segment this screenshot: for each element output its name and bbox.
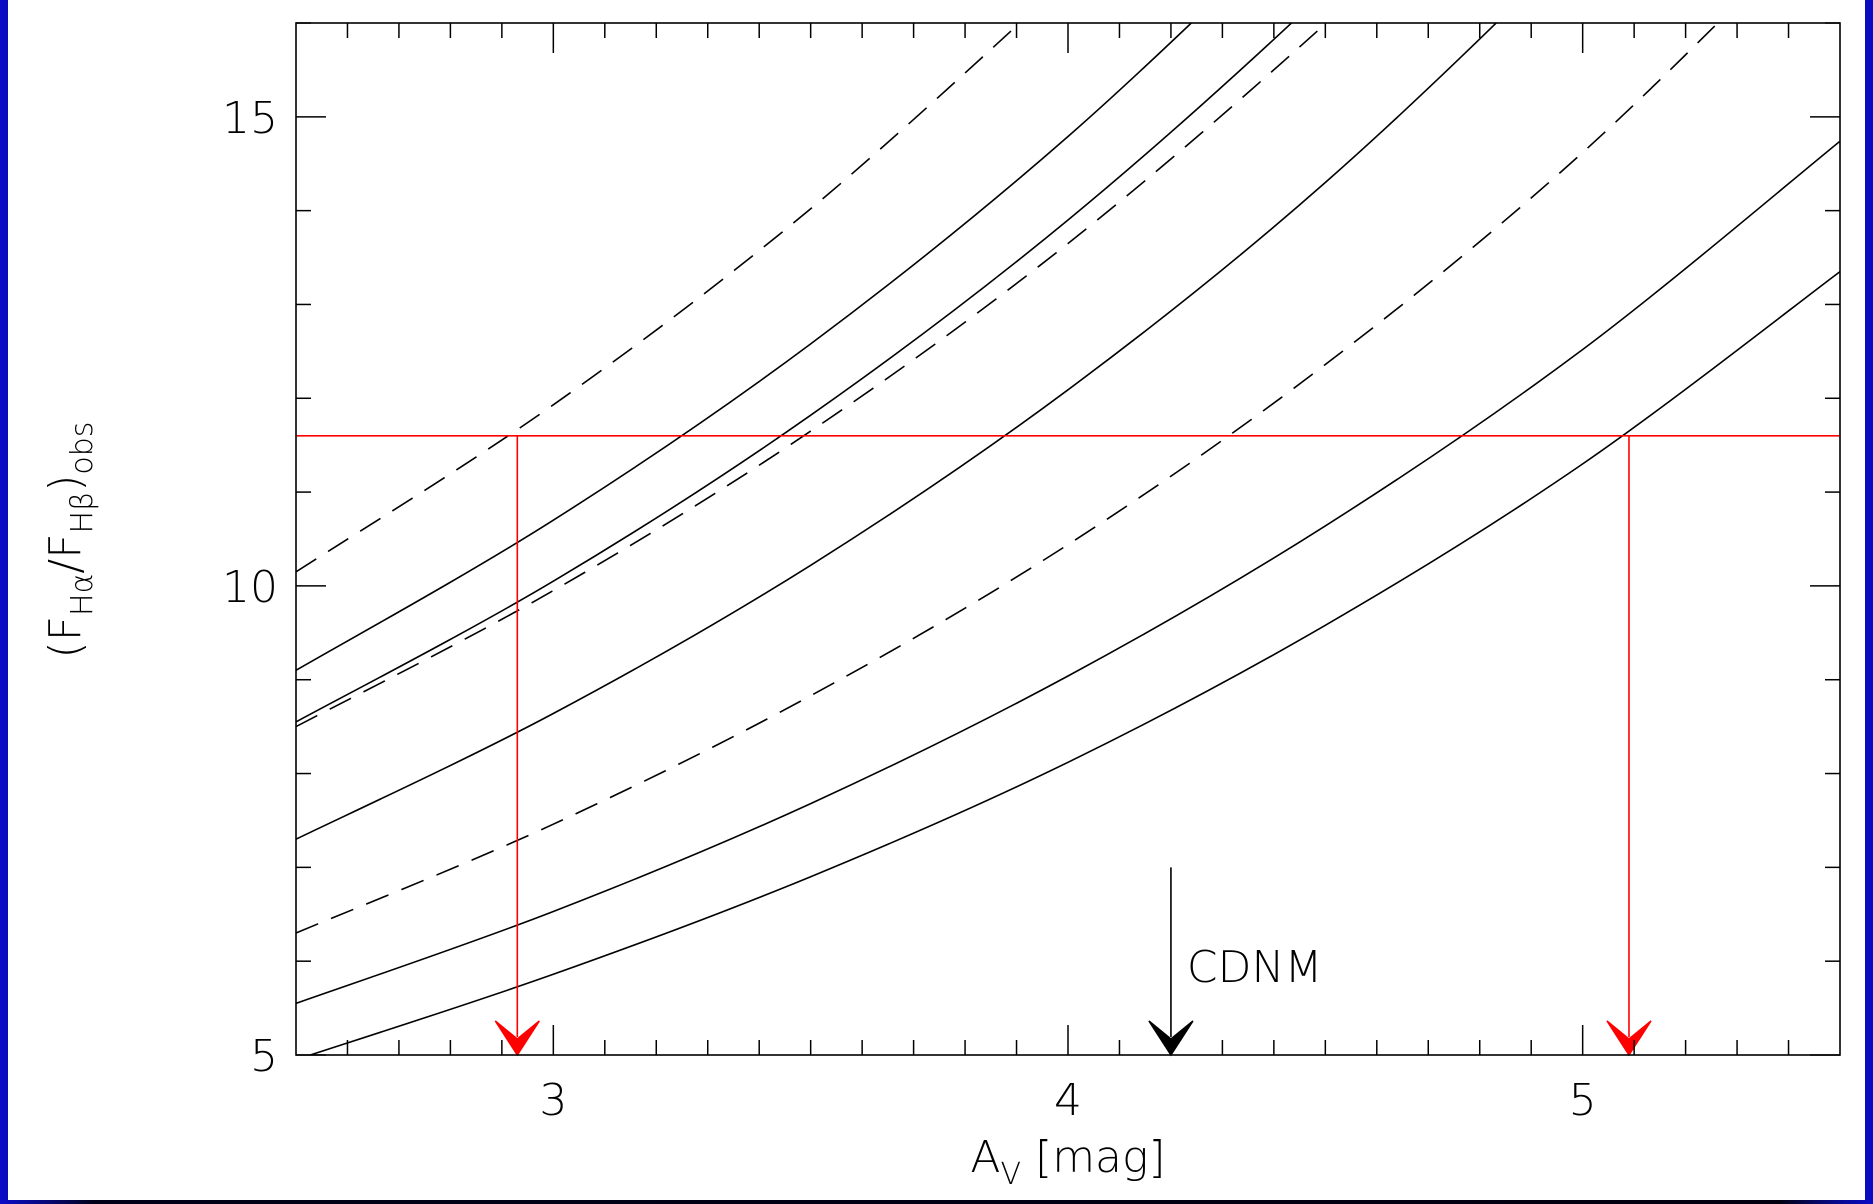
x-axis-label: AV [mag] (970, 1132, 1165, 1192)
curves-group (296, 23, 1840, 1055)
series-line-5-dashed (296, 23, 1719, 934)
ticks-group (296, 22, 1840, 1056)
y-axis-label-sub1: Hα (65, 574, 100, 616)
x-axis-label-sub: V (1001, 1157, 1022, 1192)
plot-frame (295, 22, 1841, 1056)
series-line-0-dashed (296, 23, 1021, 573)
y-axis-label-sub3: obs (65, 422, 100, 475)
cdnm-annotation-label: CDNM (1187, 942, 1322, 993)
series-line-1-solid (296, 23, 1193, 671)
chart: 3 4 5 5 10 15 AV [mag] (FHα/FHβ)obs CDNM (40, 22, 1841, 1192)
y-tick-label: 10 (222, 562, 278, 613)
x-tick-label: 3 (539, 1075, 567, 1126)
y-axis-label-slash: /F (40, 533, 91, 573)
y-axis-label: (FHα/FHβ)obs (40, 422, 100, 659)
series-line-7-solid (307, 270, 1840, 1055)
x-axis-label-main: A (970, 1132, 1000, 1183)
figure-panel: 3 4 5 5 10 15 AV [mag] (FHα/FHβ)obs CDNM (8, 0, 1865, 1200)
reference-group (296, 434, 1840, 1057)
x-axis-label-unit: [mag] (1021, 1132, 1166, 1183)
series-line-6-solid (296, 140, 1840, 1005)
series-line-4-solid (296, 23, 1498, 840)
y-axis-label-close: ) (40, 475, 91, 492)
y-axis-label-sub2: Hβ (65, 492, 100, 534)
x-tick-label: 5 (1569, 1075, 1597, 1126)
red-arrow-head-1 (1606, 1020, 1652, 1057)
red-arrow-head-0 (494, 1020, 540, 1057)
y-tick-label: 15 (222, 93, 278, 144)
y-tick-label: 5 (250, 1031, 278, 1082)
series-line-2-solid (296, 23, 1293, 723)
y-axis-label-open: (F (40, 616, 91, 658)
x-tick-label: 4 (1054, 1075, 1082, 1126)
